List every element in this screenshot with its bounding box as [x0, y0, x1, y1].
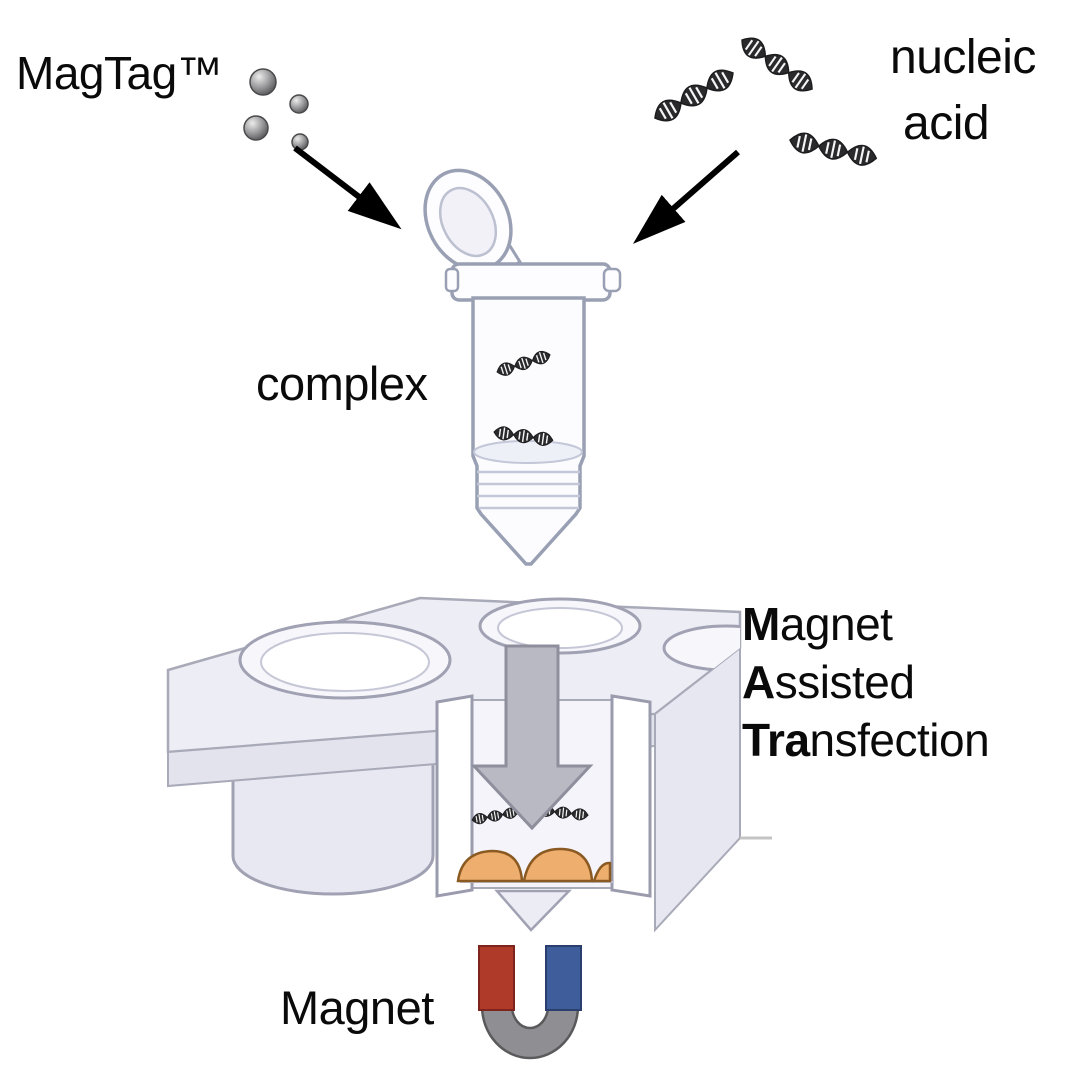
tube-rim	[450, 262, 612, 302]
complex-label: complex	[256, 357, 428, 410]
horseshoe-magnet-icon	[478, 945, 582, 1060]
magnetic-beads-icon	[243, 68, 309, 151]
magnet-pole-blue	[545, 945, 582, 1011]
nucleic-acid-helix-icons	[648, 31, 880, 170]
nucleic-acid-label-2: acid	[903, 97, 990, 150]
well-opening-back	[478, 597, 642, 655]
magtag-label: MagTag™	[16, 47, 223, 99]
tube-ribs	[477, 470, 580, 510]
matra-title-line-1: Magnet	[742, 598, 893, 650]
nucleic-acid-label-1: nucleic	[890, 31, 1036, 84]
matra-title: Magnet Assisted Transfection	[742, 595, 990, 769]
well-plate-cutaway-icon	[166, 596, 772, 933]
well-opening-left	[238, 620, 452, 700]
tube-liquid-level	[473, 440, 583, 464]
magnet-pole-red	[478, 945, 515, 1011]
matra-title-line-3: Transfection	[742, 714, 990, 766]
arrow-beads-to-tube	[293, 145, 402, 230]
cutaway-wall-right	[610, 694, 652, 898]
well-bottom-notch	[494, 889, 572, 932]
matra-title-line-2: Assisted	[742, 656, 915, 708]
cell-layer	[456, 847, 614, 883]
arrow-dna-to-tube	[632, 149, 740, 244]
transfection-down-arrow	[470, 644, 594, 831]
cutaway-wall-left	[435, 694, 474, 898]
microcentrifuge-tube-icon	[423, 168, 622, 566]
magnet-label: Magnet	[280, 981, 434, 1034]
